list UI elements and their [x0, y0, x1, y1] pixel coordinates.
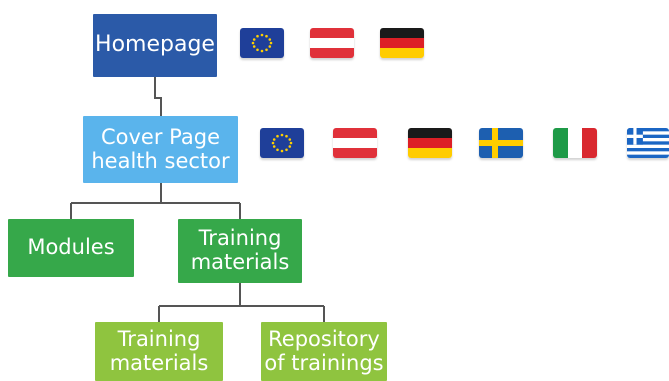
sweden-flag-icon[interactable] [479, 128, 523, 158]
homepage-label: Homepage [95, 32, 215, 58]
repository-label-line2: of trainings [264, 350, 384, 375]
training-materials-sub-label-line1: Training [117, 326, 201, 351]
homepage-node[interactable]: Homepage [93, 14, 217, 77]
austria-flag-icon[interactable] [310, 28, 354, 58]
cover-page-label-line1: Cover Page [100, 124, 220, 149]
repository-label-line1: Repository [268, 326, 380, 351]
germany-flag-icon[interactable] [408, 128, 452, 158]
greece-flag-icon[interactable] [627, 128, 669, 158]
italy-flag-icon[interactable] [553, 128, 597, 158]
training-materials-node[interactable]: Training materials [178, 219, 302, 283]
germany-flag-icon[interactable] [380, 28, 424, 58]
modules-node[interactable]: Modules [8, 219, 134, 277]
training-materials-sub-node[interactable]: Training materials [95, 322, 223, 381]
training-materials-label-line1: Training [198, 226, 282, 251]
training-materials-sub-label-line2: materials [109, 350, 209, 375]
austria-flag-icon[interactable] [333, 128, 377, 158]
eu-flag-icon[interactable] [240, 28, 284, 58]
modules-label: Modules [27, 235, 115, 260]
training-materials-label-line2: materials [190, 250, 290, 274]
repository-of-trainings-node[interactable]: Repository of trainings [261, 322, 387, 381]
cover-page-label-line2: health sector [91, 148, 230, 173]
cover-page-health-sector-node[interactable]: Cover Page health sector [83, 116, 238, 183]
eu-flag-icon[interactable] [260, 128, 304, 158]
